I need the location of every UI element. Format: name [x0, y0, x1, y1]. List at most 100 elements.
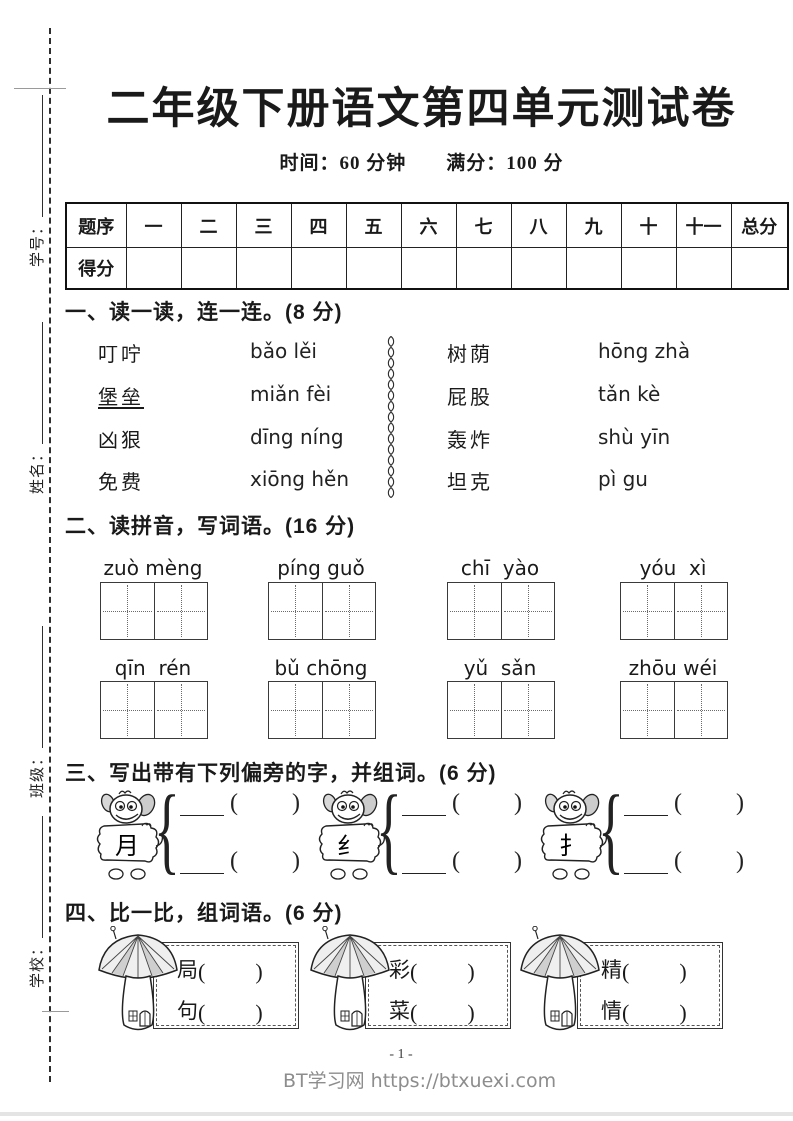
radical-char: 月 — [115, 834, 139, 860]
writing-grid — [100, 681, 208, 739]
scan-edge — [0, 1112, 793, 1116]
score-col: 十一 — [675, 202, 732, 248]
student-id-field: 学号： — [25, 95, 47, 267]
paren: ) — [467, 959, 475, 984]
pinyin-prompt: bǔ chōng — [274, 656, 368, 680]
score-cell — [345, 247, 402, 290]
match-word: 轰炸 — [447, 430, 493, 452]
curly-brace: { — [598, 776, 624, 884]
match-word: 坦克 — [447, 472, 493, 494]
compare-char: 情 — [601, 999, 622, 1023]
compare-row: 局 ( ) — [177, 954, 263, 984]
match-pinyin: bǎo lěi — [250, 339, 317, 363]
paren: ( — [410, 959, 418, 984]
compare-char: 局 — [177, 958, 198, 982]
match-word: 凶狠 — [98, 430, 144, 452]
compare-char: 菜 — [389, 999, 410, 1023]
grid-cell — [321, 583, 376, 639]
score-col: 三 — [235, 202, 292, 248]
score-row-label: 得分 — [65, 247, 127, 290]
score-cell — [455, 247, 512, 290]
answer-box: 精 ( ) 情 ( ) — [577, 942, 723, 1029]
writing-grid — [620, 582, 728, 640]
paren: ( — [674, 848, 682, 874]
grid-cell — [153, 583, 208, 639]
blank-line — [29, 322, 43, 444]
radical-exercise-unit: 纟 { ( ) ( ) — [318, 778, 550, 888]
match-word: 树荫 — [447, 344, 493, 366]
grid-cell — [500, 682, 555, 738]
school-field: 学校： — [25, 816, 47, 988]
paren: ) — [292, 848, 300, 874]
fold-mark — [14, 88, 66, 89]
score-table-header-label: 题序 — [65, 202, 127, 248]
paren: ) — [736, 848, 744, 874]
answer-row: ( ) — [624, 848, 744, 874]
score-col: 总分 — [730, 202, 789, 248]
writing-grid — [268, 582, 376, 640]
paren: ( — [230, 848, 238, 874]
dog-mascot-illustration: 纟 — [318, 790, 386, 880]
blank-line — [29, 816, 43, 938]
grid-cell — [500, 583, 555, 639]
grid-cell — [448, 682, 501, 738]
writing-grid — [447, 582, 555, 640]
paren: ( — [622, 1000, 630, 1025]
paren: ( — [410, 1000, 418, 1025]
paren: ) — [255, 1000, 263, 1025]
section-three-heading: 三、写出带有下列偏旁的字，并组词。(6 分) — [65, 762, 497, 785]
compare-char: 精 — [601, 958, 622, 982]
mushroom-house-illustration — [98, 926, 178, 1031]
answer-blank-line — [402, 791, 446, 816]
paren: ( — [674, 790, 682, 816]
score-table: 题序 一 二 三 四 五 六 七 八 九 十 十一 总分 得分 — [65, 202, 789, 290]
compare-char: 彩 — [389, 958, 410, 982]
paren: ( — [198, 959, 206, 984]
score-cell — [510, 247, 567, 290]
grid-cell — [269, 583, 322, 639]
paren: ) — [255, 959, 263, 984]
curly-brace: { — [376, 776, 402, 884]
writing-grid — [447, 681, 555, 739]
page-title: 二年级下册语文第四单元测试卷 — [106, 86, 737, 133]
paren: ( — [230, 790, 238, 816]
writing-grid — [268, 681, 376, 739]
score-col: 七 — [455, 202, 512, 248]
pinyin-prompt: qīn rén — [114, 656, 192, 680]
grid-cell — [673, 682, 728, 738]
paren: ( — [452, 848, 460, 874]
blank-line — [29, 95, 43, 217]
field-label: 姓名： — [29, 445, 46, 494]
score-col: 五 — [345, 202, 402, 248]
field-label: 学号： — [29, 218, 46, 267]
paren: ( — [452, 790, 460, 816]
compare-row: 精 ( ) — [601, 954, 687, 984]
watermark: BT学习网 https://btxuexi.com — [283, 1070, 557, 1092]
score-cell — [180, 247, 237, 290]
class-field: 班级： — [25, 626, 47, 798]
grid-cell — [621, 583, 674, 639]
student-name-field: 姓名： — [25, 322, 47, 494]
compare-row: 彩 ( ) — [389, 954, 475, 984]
score-cell — [675, 247, 732, 290]
score-cell — [235, 247, 292, 290]
paren: ) — [514, 848, 522, 874]
score-cell — [565, 247, 622, 290]
binding-cut-line — [49, 28, 51, 1082]
field-label: 学校： — [29, 939, 46, 988]
answer-row: ( ) — [180, 848, 300, 874]
curly-brace: { — [154, 776, 180, 884]
grid-cell — [621, 682, 674, 738]
chain-divider — [385, 336, 397, 498]
paren: ) — [514, 790, 522, 816]
score-cell — [730, 247, 789, 290]
section-two-heading: 二、读拼音，写词语。(16 分) — [65, 515, 356, 538]
match-pinyin: pì gu — [598, 467, 648, 491]
score-col: 六 — [400, 202, 457, 248]
field-label: 班级： — [29, 749, 46, 798]
answer-row: ( ) — [402, 790, 522, 816]
paren: ) — [467, 1000, 475, 1025]
grid-cell — [153, 682, 208, 738]
writing-grid — [620, 681, 728, 739]
